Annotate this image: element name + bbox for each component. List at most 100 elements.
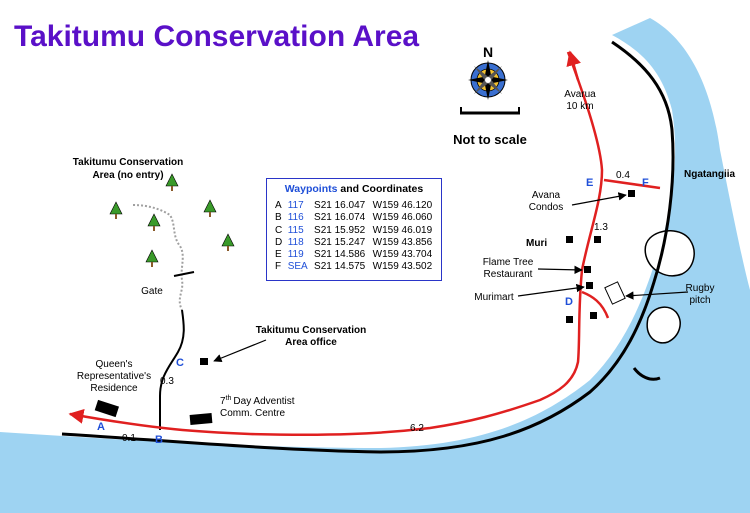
waypoint-id: C — [275, 224, 283, 236]
tree-icon — [221, 233, 235, 251]
avarua-label: 10 km — [566, 101, 593, 112]
ngatangiia-label: Ngatangiia — [684, 169, 736, 180]
muri-building — [566, 236, 573, 243]
murimart-pointer — [517, 283, 585, 297]
tree-icon — [165, 173, 179, 191]
waypoint-lat: S21 14.575 — [314, 261, 366, 273]
waypoint-marker-f: F — [642, 177, 649, 189]
waypoint-id: D — [275, 236, 283, 248]
waypoint-row: A 117 S21 16.047 W159 46.120 — [275, 200, 441, 212]
gate-bar — [173, 271, 195, 277]
waypoint-number: 119 — [287, 249, 304, 261]
muri-label: Muri — [526, 238, 547, 249]
waypoint-lon: W159 46.060 — [372, 212, 433, 224]
avana-label: Avana — [532, 190, 561, 201]
queens-label: Residence — [90, 383, 138, 394]
queens-residence-building — [94, 399, 120, 418]
queens-label: Representative's — [77, 371, 151, 382]
muri-building — [590, 312, 597, 319]
waypoint-id: E — [275, 249, 282, 261]
road-to-sea — [603, 178, 661, 190]
track-to-office — [159, 309, 185, 430]
waypoint-number: 116 — [287, 212, 304, 224]
waypoint-marker-c: C — [176, 357, 184, 369]
rugby-pointer — [625, 291, 689, 300]
waypoint-marker-a: A — [97, 421, 105, 433]
waypoints-table: Waypoints and Coordinates A 117 S21 16.047… — [266, 178, 442, 281]
flame-tree-label: Restaurant — [484, 269, 533, 280]
distance-label: 0.3 — [160, 376, 174, 387]
avarua-arrow-line — [566, 50, 581, 81]
lagoon — [0, 18, 750, 513]
waypoint-lon: W159 43.856 — [372, 236, 433, 248]
waypoint-lat: S21 16.074 — [314, 212, 366, 224]
avana-building — [628, 190, 635, 197]
waypoint-lon: W159 46.120 — [372, 200, 433, 211]
flame-tree-building — [584, 266, 591, 273]
island-south — [646, 306, 681, 344]
gate-label: Gate — [141, 286, 163, 297]
waypoint-number: 115 — [287, 224, 304, 236]
distance-label: 0.1 — [122, 433, 136, 444]
distance-label: 0.4 — [616, 170, 630, 181]
queens-label: Queen's — [96, 359, 133, 370]
waypoint-id: B — [275, 212, 282, 224]
waypoint-marker-d: D — [565, 296, 573, 308]
conservation-trail — [132, 204, 184, 311]
coastline — [61, 40, 675, 454]
tree-icon — [109, 201, 123, 219]
flame-tree-label: Flame Tree — [483, 257, 534, 268]
waypoint-number: 118 — [287, 236, 304, 248]
waypoint-lat: S21 14.586 — [314, 249, 366, 261]
office-building — [200, 358, 208, 365]
waypoint-marker-b: B — [155, 434, 163, 446]
compass-north-letter: N — [483, 44, 493, 60]
waypoint-id: F — [275, 261, 282, 273]
waypoint-lon: W159 46.019 — [372, 224, 433, 236]
conservation-area-label: Takitumu Conservation — [73, 157, 183, 168]
distance-label: 1.3 — [594, 222, 608, 233]
coast-inlet — [632, 367, 661, 381]
flame-tree-pointer — [537, 265, 583, 275]
waypoint-lon: W159 43.704 — [372, 249, 433, 261]
conservation-area-label: Area (no entry) — [92, 170, 163, 181]
waypoints-heading-rest: and Coordinates — [340, 183, 424, 195]
rugby-label: pitch — [689, 295, 710, 306]
tree-icon — [147, 213, 161, 231]
waypoints-heading-colored: Waypoints — [284, 183, 338, 195]
waypoint-row: B 116 S21 16.074 W159 46.060 — [275, 212, 441, 224]
murimart-label: Murimart — [474, 292, 514, 303]
waypoints-table-heading: Waypoints and Coordinates — [267, 183, 441, 195]
avarua-label: Avarua — [564, 89, 596, 100]
waypoint-id: A — [275, 200, 282, 211]
waypoint-row: E 119 S21 14.586 W159 43.704 — [275, 249, 441, 261]
tree-icon — [203, 199, 217, 217]
waypoint-row: C 115 S21 15.952 W159 46.019 — [275, 225, 441, 237]
avana-pointer — [571, 192, 627, 206]
waypoint-number: SEA — [287, 261, 308, 273]
rugby-label: Rugby — [686, 283, 715, 294]
waypoint-lat: S21 15.952 — [314, 224, 366, 236]
waypoint-lat: S21 16.047 — [314, 200, 366, 211]
office-label: Takitumu Conservation — [256, 325, 366, 336]
avana-label: Condos — [529, 202, 563, 213]
distance-label: 6.2 — [410, 423, 424, 434]
adventist-label: Comm. Centre — [220, 408, 285, 419]
waypoint-number: 117 — [287, 200, 304, 211]
island-north — [644, 230, 695, 277]
adventist-building — [189, 413, 213, 425]
rugby-pitch — [604, 281, 626, 305]
waypoint-row: F SEA S21 14.575 W159 43.502 — [275, 261, 441, 273]
waypoint-lon: W159 43.502 — [372, 261, 433, 273]
main-road — [68, 51, 604, 436]
office-pointer — [213, 339, 267, 363]
office-label: Area office — [285, 337, 337, 348]
muri-side-road — [581, 290, 610, 319]
murimart-building — [586, 282, 593, 289]
compass-rose-icon: N — [468, 44, 508, 100]
scale-note: Not to scale — [453, 132, 527, 147]
